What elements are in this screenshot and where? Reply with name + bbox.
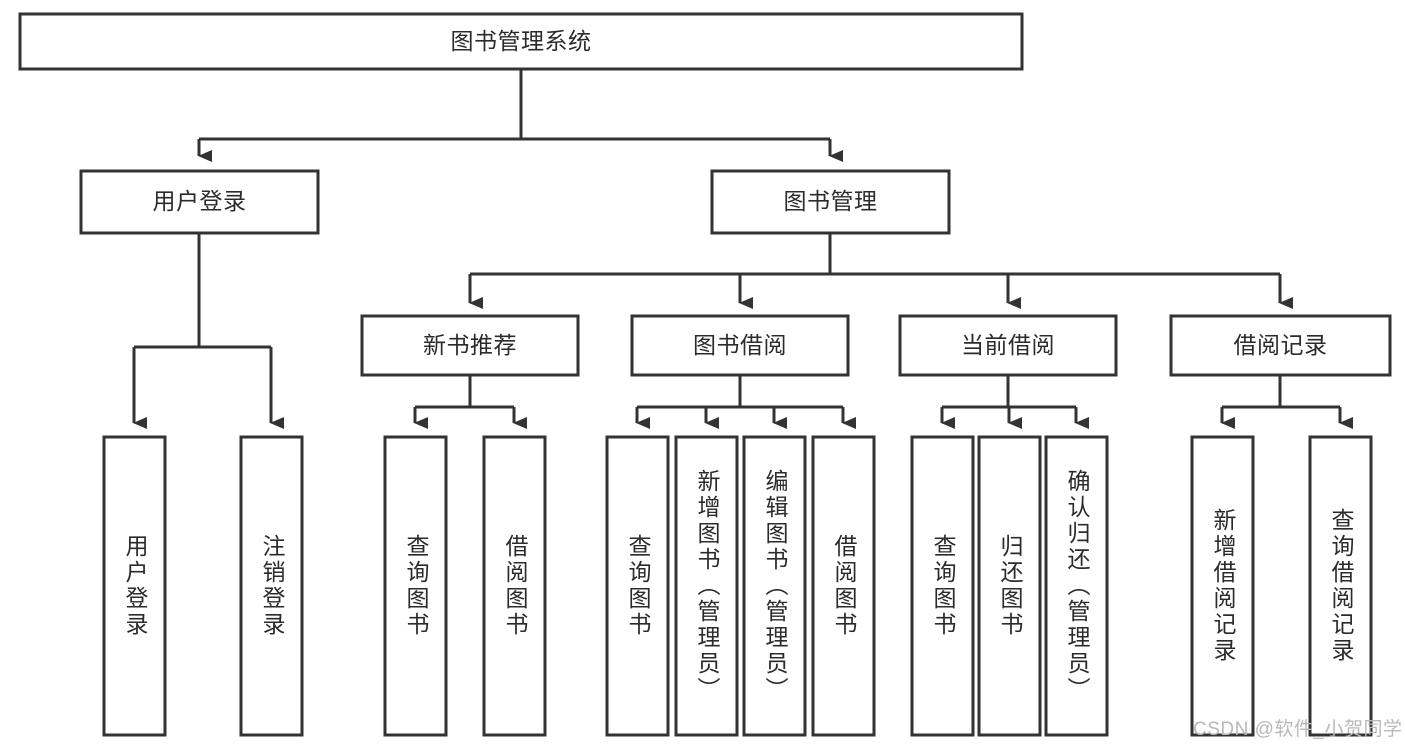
- leaf-confirm-return-box[interactable]: [1044, 435, 1109, 737]
- connector-root-to-level2: [197, 69, 843, 162]
- node-user-login-box[interactable]: [79, 169, 320, 235]
- leaf-query-record-box[interactable]: [1308, 435, 1373, 737]
- leaf-borrow-book-2-box[interactable]: [811, 435, 876, 737]
- node-borrow-record-box[interactable]: [1169, 314, 1392, 377]
- leaf-add-book-box[interactable]: [674, 435, 739, 737]
- node-book-manage-box[interactable]: [710, 169, 951, 235]
- connector-currentborrow-to-leaves: [940, 375, 1089, 429]
- leaf-add-record-box[interactable]: [1190, 435, 1255, 737]
- node-system-box[interactable]: [18, 12, 1024, 71]
- node-new-book-recommend-box[interactable]: [360, 314, 580, 377]
- leaf-query-book-1-box[interactable]: [383, 435, 448, 737]
- connector-bookmanage-to-level3: [468, 233, 1293, 309]
- node-book-borrow-box[interactable]: [630, 314, 850, 377]
- leaf-borrow-book-1-box[interactable]: [482, 435, 547, 737]
- leaf-user-login-box[interactable]: [102, 435, 167, 737]
- leaf-edit-book-box[interactable]: [742, 435, 807, 737]
- csdn-watermark: CSDN @软件_小贺同学: [1193, 719, 1403, 740]
- connector-userlogin-to-leaves: [132, 233, 284, 429]
- leaf-query-book-2-box[interactable]: [605, 435, 670, 737]
- leaf-logout-login-box[interactable]: [239, 435, 304, 737]
- connector-bookborrow-to-leaves: [635, 375, 856, 429]
- connector-newbook-to-leaves: [413, 375, 527, 429]
- connector-borrowrecord-to-leaves: [1220, 375, 1353, 429]
- leaf-return-book-box[interactable]: [977, 435, 1042, 737]
- leaf-query-book-3-box[interactable]: [910, 435, 975, 737]
- node-current-borrow-box[interactable]: [898, 314, 1118, 377]
